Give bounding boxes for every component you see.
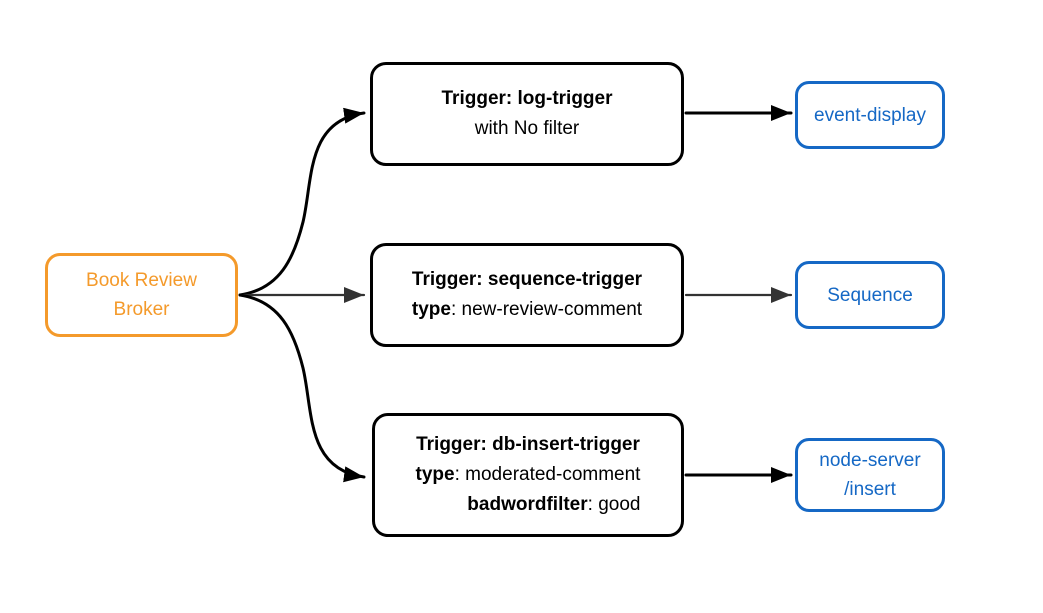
edge-broker-to-log-trigger bbox=[238, 107, 366, 297]
trigger-sequence-attr-key: type bbox=[411, 299, 451, 320]
node-sink-node-server-insert: node-server /insert bbox=[795, 438, 945, 512]
node-trigger-log: Trigger: log-trigger with No filter bbox=[370, 62, 684, 166]
trigger-db-title: Trigger: db-insert-trigger bbox=[416, 434, 640, 455]
trigger-db-attr-badwordfilter-key: badwordfilter bbox=[467, 494, 588, 515]
edge-broker-to-db-insert-trigger bbox=[238, 293, 366, 483]
node-sink-sequence: Sequence bbox=[795, 261, 945, 329]
trigger-db-attr-type-val: : moderated-comment bbox=[454, 464, 641, 485]
trigger-sequence-attr-val: : new-review-comment bbox=[450, 299, 643, 320]
sink-node-server-line1: node-server bbox=[819, 450, 921, 471]
trigger-db-attr-type-key: type bbox=[415, 464, 455, 485]
trigger-db-attr-type: type: moderated-comment bbox=[416, 460, 641, 490]
sink-node-server-line2: /insert bbox=[844, 479, 896, 500]
node-trigger-sequence: Trigger: sequence-trigger type: new-revi… bbox=[370, 243, 684, 347]
trigger-sequence-attr: type: new-review-comment bbox=[412, 295, 642, 325]
trigger-db-attr-badwordfilter: badwordfilter: good bbox=[416, 490, 641, 520]
trigger-db-attr-badwordfilter-val: : good bbox=[587, 494, 641, 515]
node-trigger-db-insert: Trigger: db-insert-trigger type: moderat… bbox=[372, 413, 684, 537]
trigger-log-title: Trigger: log-trigger bbox=[441, 88, 613, 109]
node-sink-event-display: event-display bbox=[795, 81, 945, 149]
node-broker: Book Review Broker bbox=[45, 253, 238, 337]
trigger-log-subtitle: with No filter bbox=[474, 118, 580, 139]
broker-label-line1: Book Review bbox=[86, 270, 197, 291]
sink-sequence-label: Sequence bbox=[827, 284, 913, 306]
trigger-sequence-title: Trigger: sequence-trigger bbox=[411, 269, 643, 290]
sink-event-display-label: event-display bbox=[814, 104, 926, 126]
broker-label-line2: Broker bbox=[113, 299, 170, 320]
